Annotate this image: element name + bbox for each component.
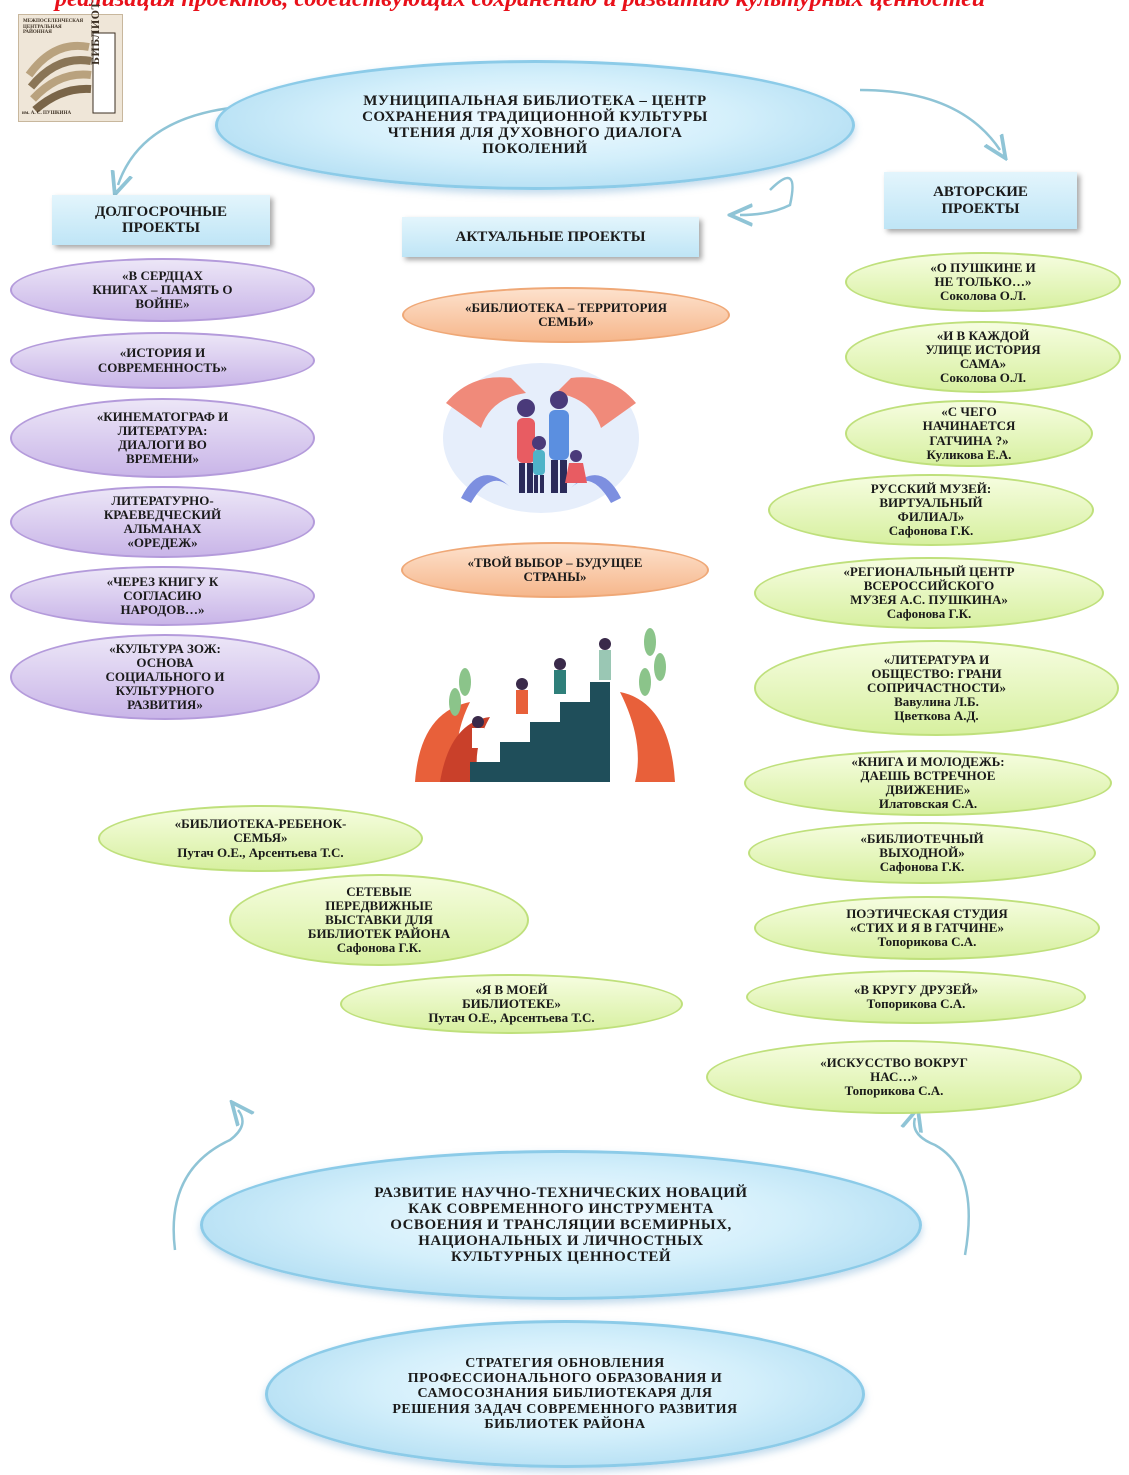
author-project: ПОЭТИЧЕСКАЯ СТУДИЯ «СТИХ И Я В ГАТЧИНЕ» …	[754, 896, 1100, 960]
arrow-to-current	[740, 176, 794, 215]
long-term-project: «КИНЕМАТОГРАФ И ЛИТЕРАТУРА: ДИАЛОГИ ВО В…	[10, 398, 315, 478]
arrow-to-author	[859, 88, 1000, 150]
header-text: реализация проектов, содействующих сохра…	[55, 0, 985, 13]
main-goal-oval: МУНИЦИПАЛЬНАЯ БИБЛИОТЕКА – ЦЕНТР СОХРАНЕ…	[215, 60, 855, 190]
stairs-illustration	[415, 628, 675, 782]
bottom-left-project: СЕТЕВЫЕ ПЕРЕДВИЖНЫЕ ВЫСТАВКИ ДЛЯ БИБЛИОТ…	[229, 874, 529, 966]
logo-name-text: им. А. С. ПУШКИНА	[22, 111, 72, 116]
bottom-left-project: «Я В МОЕЙ БИБЛИОТЕКЕ» Путач О.Е., Арсент…	[340, 974, 683, 1034]
logo-org-text: МЕЖПОСЕЛЕНЧЕСКАЯ ЦЕНТРАЛЬНАЯ РАЙОННАЯ	[23, 19, 84, 35]
current-project: «БИБЛИОТЕКА – ТЕРРИТОРИЯ СЕМЬИ»	[402, 287, 730, 343]
long-term-project: «ИСТОРИЯ И СОВРЕМЕННОСТЬ»	[10, 332, 315, 389]
long-term-project: «В СЕРДЦАХ КНИГАХ – ПАМЯТЬ О ВОЙНЕ»	[10, 258, 315, 322]
current-project: «ТВОЙ ВЫБОР – БУДУЩЕЕ СТРАНЫ»	[401, 542, 709, 598]
author-project: «С ЧЕГО НАЧИНАЕТСЯ ГАТЧИНА ?» Куликова Е…	[845, 400, 1093, 467]
long-term-project: ЛИТЕРАТУРНО- КРАЕВЕДЧЕСКИЙ АЛЬМАНАХ «ОРЕ…	[10, 486, 315, 558]
author-project: «ИСКУССТВО ВОКРУГ НАС…» Топорикова С.А.	[706, 1040, 1082, 1114]
book-icon	[25, 32, 116, 114]
author-project: «КНИГА И МОЛОДЕЖЬ: ДАЕШЬ ВСТРЕЧНОЕ ДВИЖЕ…	[744, 750, 1112, 816]
author-category: АВТОРСКИЕ ПРОЕКТЫ	[884, 172, 1077, 229]
innovation-oval: РАЗВИТИЕ НАУЧНО-ТЕХНИЧЕСКИХ НОВАЦИЙ КАК …	[200, 1150, 922, 1300]
author-project: «О ПУШКИНЕ И НЕ ТОЛЬКО…» Соколова О.Л.	[845, 252, 1121, 312]
arrow-right-up	[914, 1118, 970, 1256]
current-category: АКТУАЛЬНЫЕ ПРОЕКТЫ	[402, 217, 699, 257]
author-project: «РЕГИОНАЛЬНЫЙ ЦЕНТР ВСЕРОССИЙСКОГО МУЗЕЯ…	[754, 557, 1104, 629]
long-term-category: ДОЛГОСРОЧНЫЕ ПРОЕКТЫ	[52, 195, 270, 245]
strategy-oval: СТРАТЕГИЯ ОБНОВЛЕНИЯ ПРОФЕССИОНАЛЬНОГО О…	[265, 1320, 865, 1468]
author-project: «И В КАЖДОЙ УЛИЦЕ ИСТОРИЯ САМА» Соколова…	[845, 321, 1121, 393]
author-project: «БИБЛИОТЕЧНЫЙ ВЫХОДНОЙ» Сафонова Г.К.	[748, 822, 1096, 884]
author-project: «В КРУГУ ДРУЗЕЙ» Топорикова С.А.	[746, 970, 1086, 1024]
arrow-to-long-term	[118, 106, 231, 185]
family-illustration	[443, 363, 639, 513]
bottom-left-project: «БИБЛИОТЕКА-РЕБЕНОК- СЕМЬЯ» Путач О.Е., …	[98, 805, 423, 872]
long-term-project: «КУЛЬТУРА ЗОЖ: ОСНОВА СОЦИАЛЬНОГО И КУЛЬ…	[10, 634, 320, 720]
author-project: РУССКИЙ МУЗЕЙ: ВИРТУАЛЬНЫЙ ФИЛИАЛ» Сафон…	[768, 474, 1094, 546]
author-project: «ЛИТЕРАТУРА И ОБЩЕСТВО: ГРАНИ СОПРИЧАСТН…	[754, 640, 1119, 736]
long-term-project: «ЧЕРЕЗ КНИГУ К СОГЛАСИЮ НАРОДОВ…»	[10, 566, 315, 626]
arrow-left-up	[172, 1110, 243, 1251]
library-logo: МЕЖПОСЕЛЕНЧЕСКАЯ ЦЕНТРАЛЬНАЯ РАЙОННАЯ БИ…	[18, 0, 123, 122]
